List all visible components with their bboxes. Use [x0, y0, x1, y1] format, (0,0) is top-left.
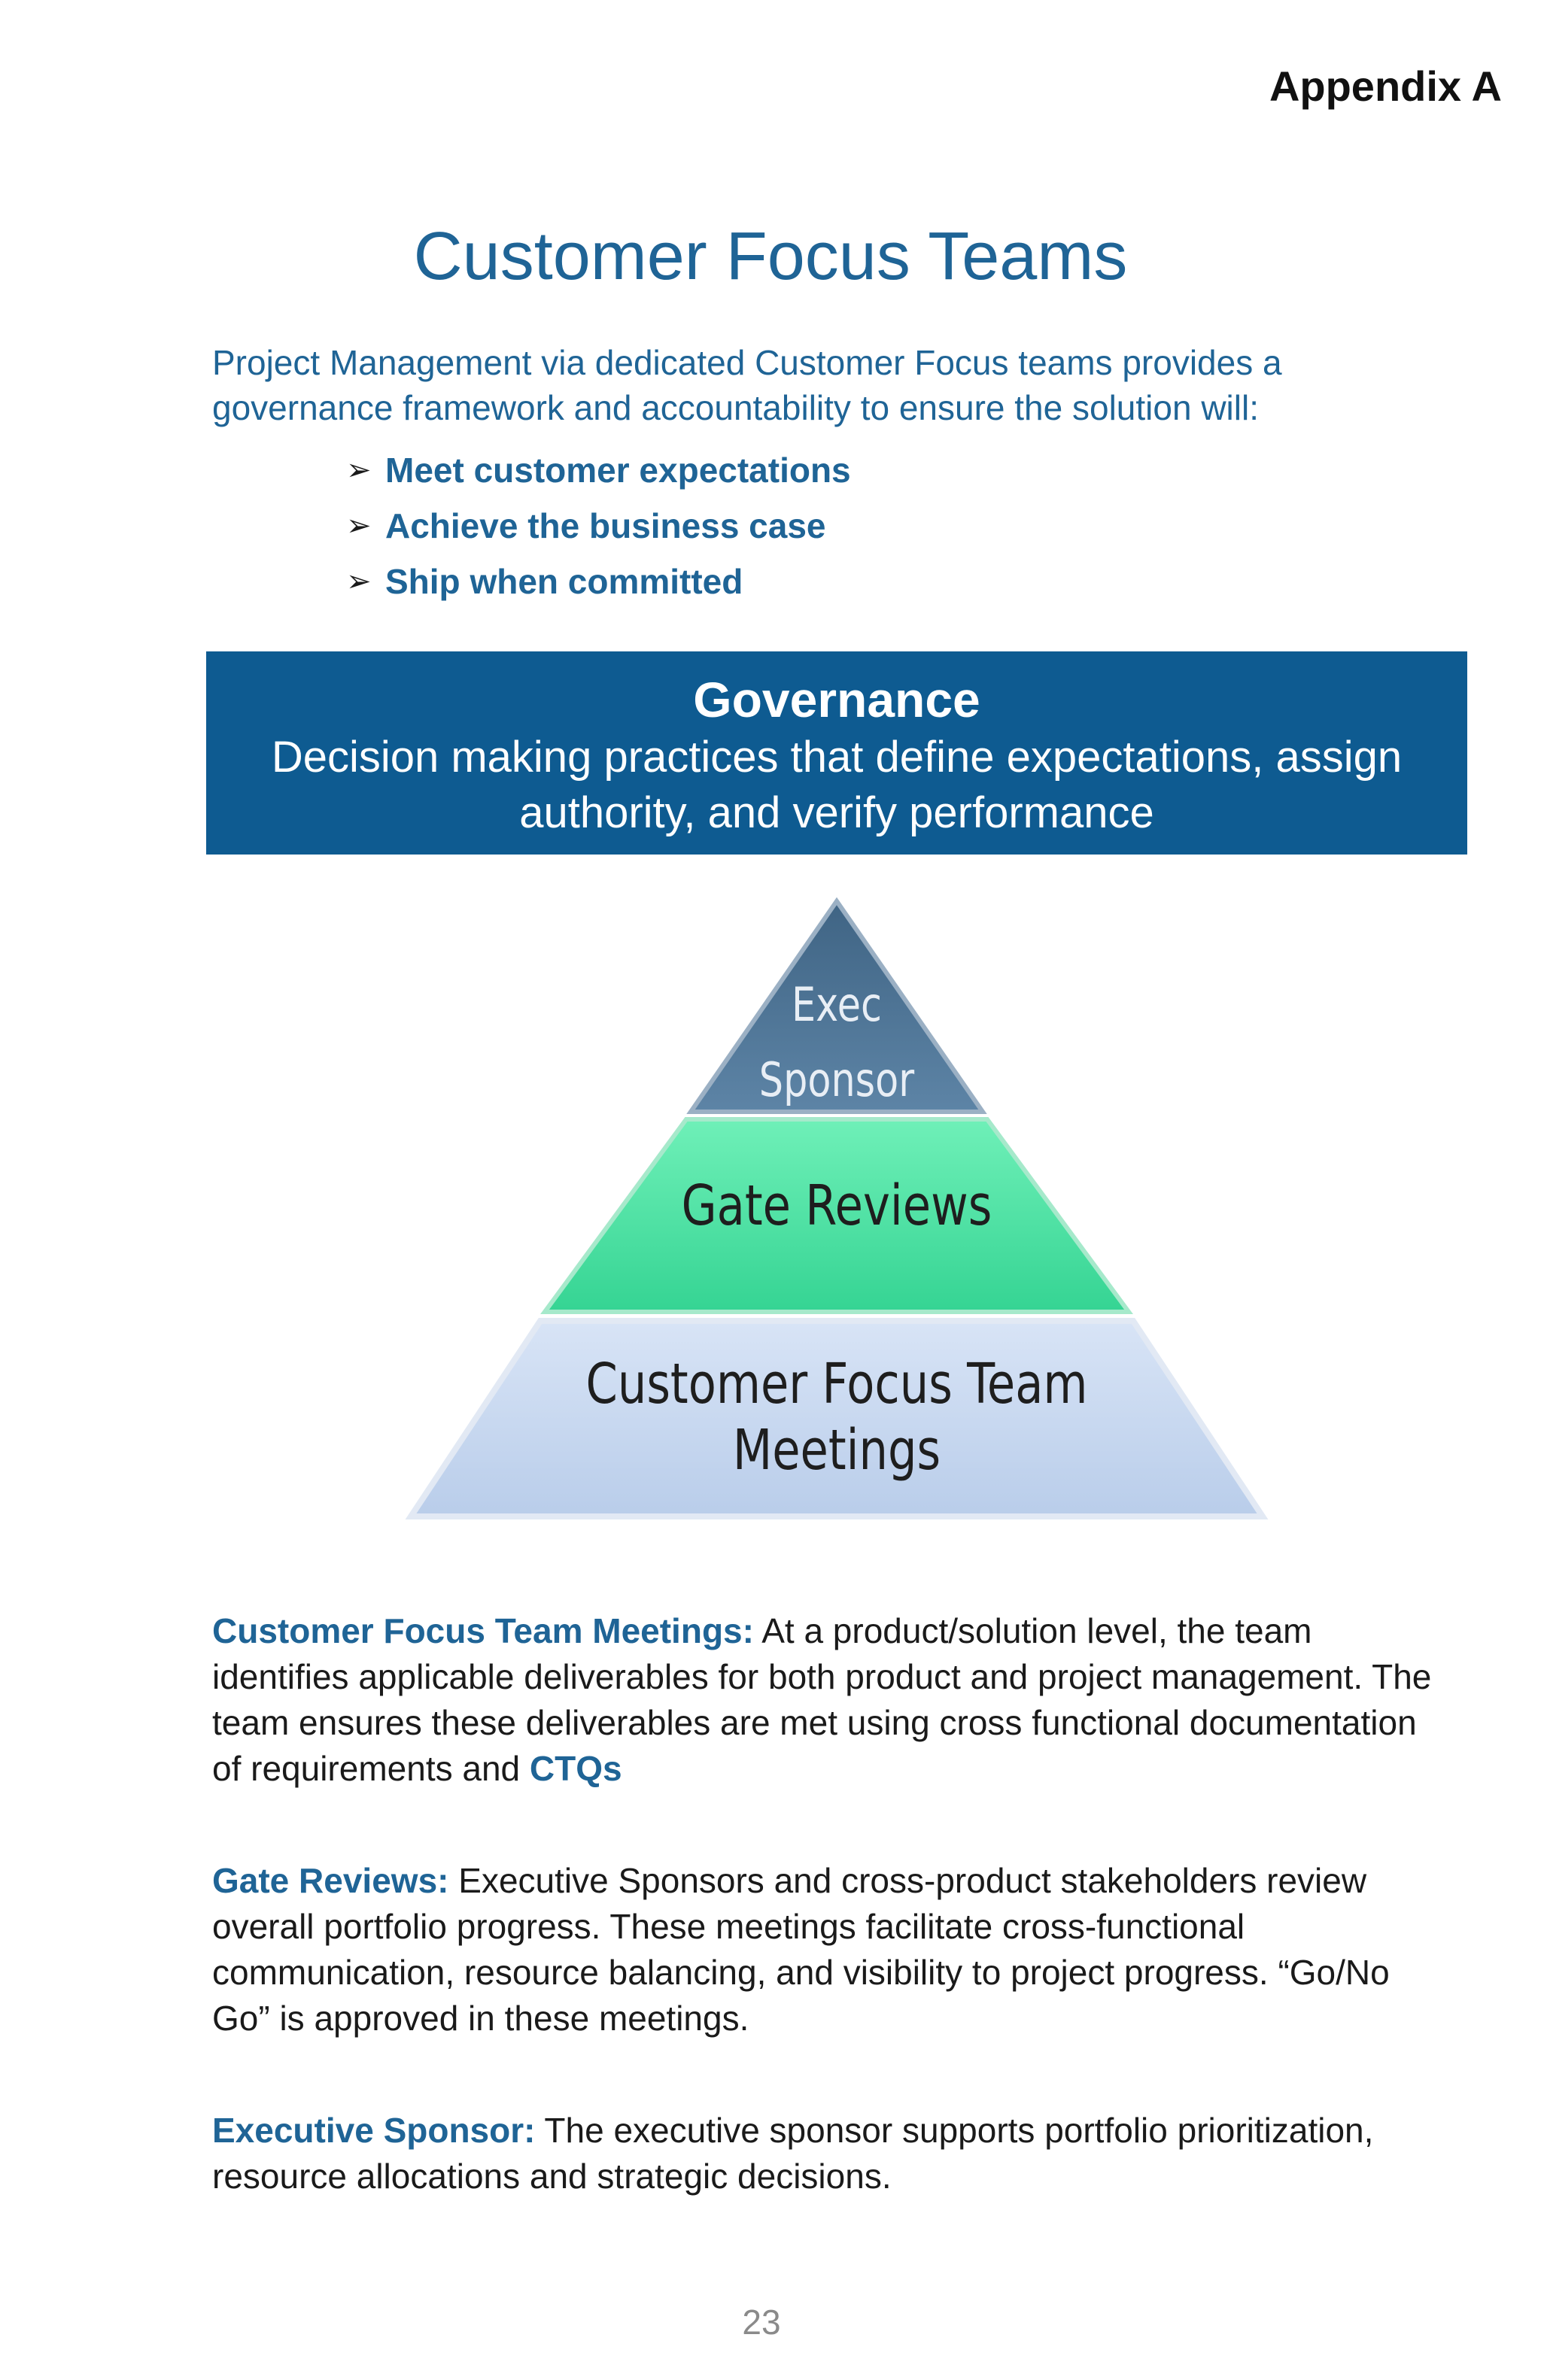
tier-gate-reviews — [540, 1117, 1133, 1314]
section-gate-reviews: Gate Reviews: Executive Sponsors and cro… — [212, 1858, 1446, 2042]
arrow-bullet-icon: ➢ — [346, 454, 372, 487]
list-item: ➢ Achieve the business case — [346, 498, 851, 554]
governance-title: Governance — [693, 672, 980, 727]
tier-gate-label: Gate Reviews — [681, 1173, 992, 1238]
tier-exec-label: Exec Sponsor — [320, 967, 1354, 1118]
arrow-bullet-icon: ➢ — [346, 509, 372, 542]
section-customer-focus-team-meetings: Customer Focus Team Meetings: At a produ… — [212, 1608, 1446, 1792]
ctqs-highlight: CTQs — [529, 1749, 622, 1788]
tier-exec-sponsor — [686, 897, 987, 1114]
appendix-label: Appendix A — [1269, 62, 1502, 110]
section-lead: Customer Focus Team Meetings: — [212, 1611, 754, 1650]
list-item-label: Achieve the business case — [385, 506, 826, 545]
page-number: 23 — [742, 2303, 781, 2342]
tier-cft-line1: Customer Focus Team — [585, 1352, 1088, 1416]
list-item: ➢ Meet customer expectations — [346, 442, 851, 498]
list-item: ➢ Ship when committed — [346, 554, 851, 609]
governance-pyramid: Exec Sponsor Gate Reviews Customer Focus… — [206, 855, 1467, 1532]
tier-exec-line1: Exec — [792, 977, 882, 1032]
tier-exec-line2: Sponsor — [758, 1052, 915, 1107]
section-text: Executive Sponsors and cross-product sta… — [212, 1861, 1390, 2038]
tier-cft-label: Customer Focus Team Meetings — [320, 1351, 1354, 1483]
list-item-label: Meet customer expectations — [385, 451, 851, 490]
section-lead: Executive Sponsor: — [212, 2111, 536, 2150]
governance-banner: Governance Decision making practices tha… — [206, 651, 1467, 855]
intro-paragraph: Project Management via dedicated Custome… — [212, 343, 1282, 427]
section-lead: Gate Reviews: — [212, 1861, 449, 1900]
goals-list: ➢ Meet customer expectations ➢ Achieve t… — [346, 442, 851, 609]
tier-customer-focus-team-meetings — [405, 1318, 1269, 1519]
pyramid-graphic — [405, 897, 1269, 1519]
section-executive-sponsor: Executive Sponsor: The executive sponsor… — [212, 2108, 1446, 2199]
list-item-label: Ship when committed — [385, 562, 743, 601]
section-text: The executive sponsor supports portfolio… — [212, 2111, 1374, 2196]
governance-description: Decision making practices that define ex… — [271, 733, 1403, 837]
page-title: Customer Focus Teams — [413, 219, 1128, 294]
tier-cft-line2: Meetings — [732, 1418, 941, 1483]
section-text: At a product/solution level, the team id… — [212, 1611, 1432, 1788]
arrow-bullet-icon: ➢ — [346, 565, 372, 598]
